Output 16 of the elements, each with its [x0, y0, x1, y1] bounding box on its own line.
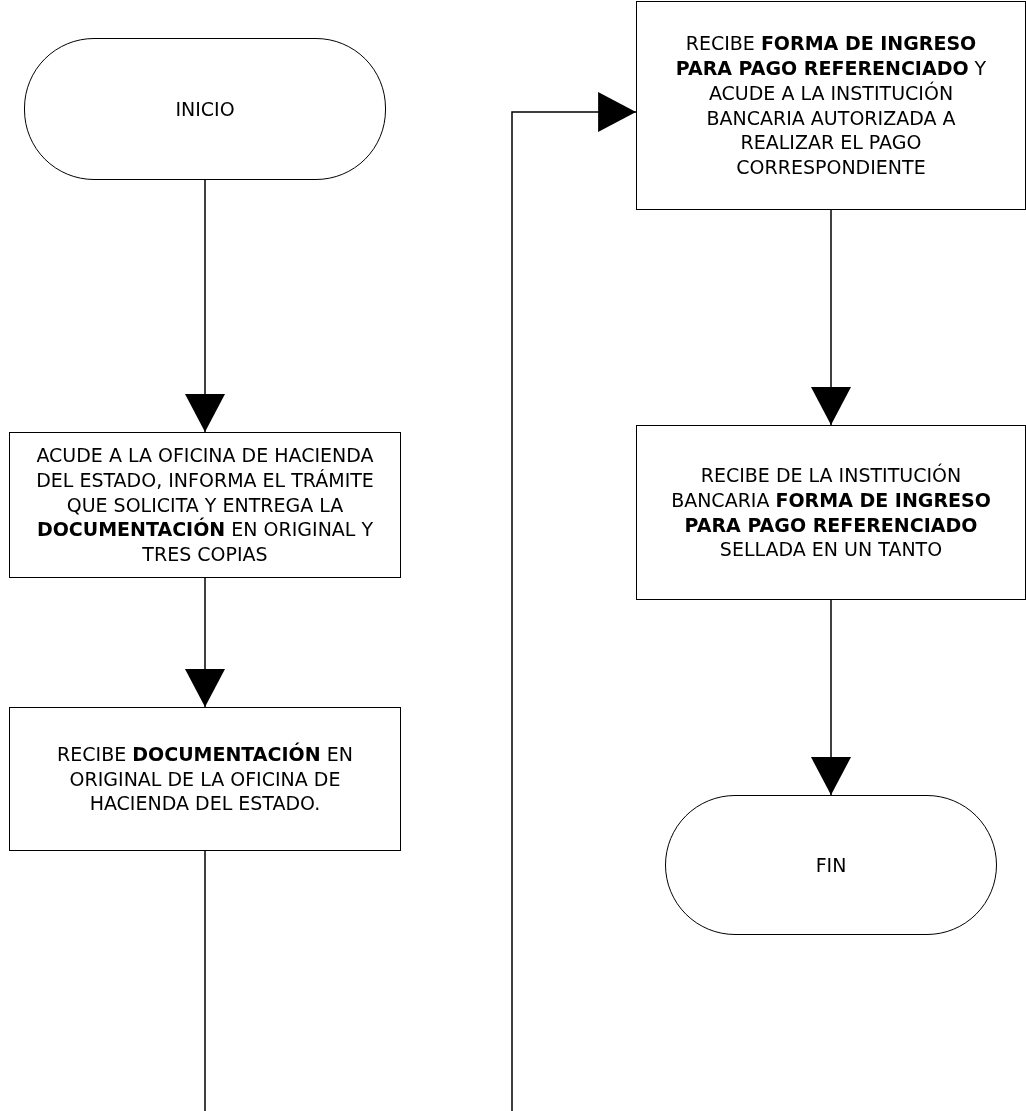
- process-box: [636, 1, 1026, 210]
- step-text: RECIBE FORMA DE INGRESO PARA PAGO REFERENCIADO Y ACUDE A LA INSTITUCIÓN BANCARIA AUTORIZADA A REALIZAR EL PAGO CORRESPONDIENTE: [674, 31, 988, 180]
- process-box: [9, 432, 401, 578]
- arrow: [185, 179, 225, 433]
- step-text: ACUDE A LA OFICINA DE HACIENDA DEL ESTADO, INFORMA EL TRÁMITE QUE SOLICITA Y ENTREGA LA DOCUMENTACIÓN EN ORIGINAL Y TRES COPIAS: [35, 443, 375, 567]
- arrow: [811, 599, 851, 796]
- arrow: [185, 577, 225, 708]
- process-box: [9, 707, 401, 851]
- connector-line: [204, 850, 206, 1111]
- step-text: RECIBE DOCUMENTACIÓN EN ORIGINAL DE LA OFICINA DE HACIENDA DEL ESTADO.: [56, 741, 354, 817]
- process-box: [636, 425, 1026, 600]
- step-text: RECIBE DE LA INSTITUCIÓN BANCARIA FORMA DE INGRESO PARA PAGO REFERENCIADO SELLADA EN UN TANTO: [670, 463, 992, 562]
- arrow: [811, 209, 851, 426]
- step-text: FIN: [814, 852, 848, 878]
- arrow: [511, 92, 637, 1111]
- step-text: INICIO: [174, 96, 236, 122]
